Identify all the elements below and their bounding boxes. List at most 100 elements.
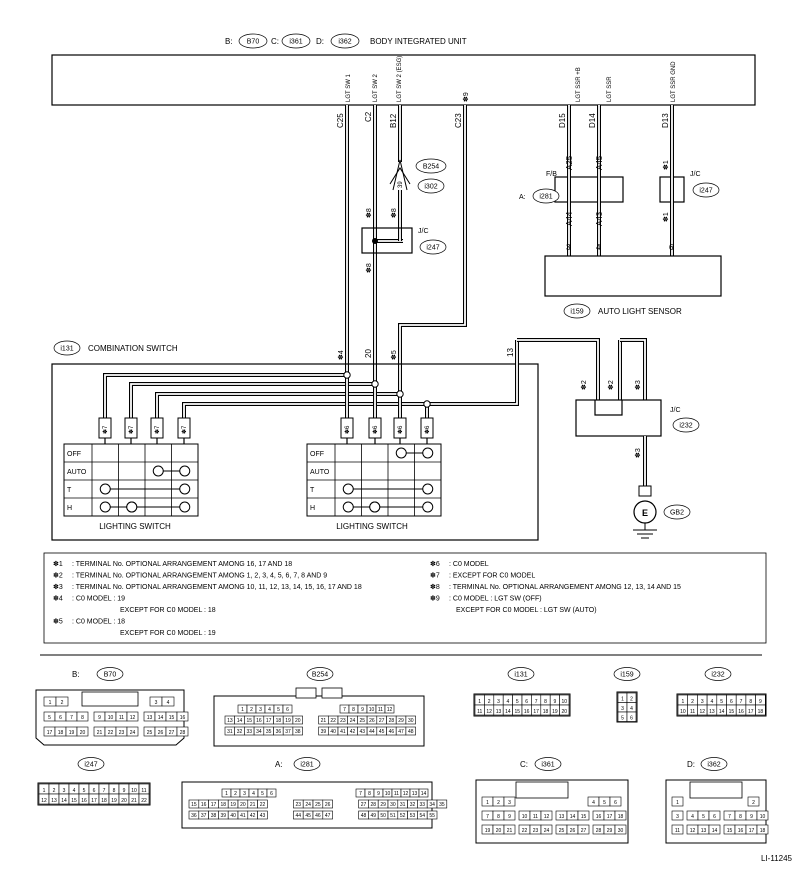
contact-node [342, 501, 354, 513]
cv-b254-pin-label: 39 [321, 729, 327, 735]
pin-d14: D14 [588, 113, 597, 128]
cv-i362-label: i362 [707, 762, 720, 769]
cv-i159-oval [613, 667, 641, 681]
cv-i247-pin-label: 8 [113, 788, 116, 794]
cv-i131-pin-label: 1 [478, 699, 481, 705]
note-text: EXCEPT FOR C0 MODEL : LGT SW (AUTO) [456, 607, 597, 614]
combination-switch-box [51, 363, 539, 541]
cv-b70-pin-label: 11 [119, 715, 124, 721]
cv-i361-pin [503, 796, 516, 807]
cv-b254-pin-label: 40 [330, 729, 336, 735]
cv-b254-pin-label: 35 [266, 729, 272, 735]
cv-i281-pin-label: 47 [325, 813, 331, 819]
cv-b254-pin-label: 2 [250, 707, 253, 713]
cv-i232-pin-label: 1 [681, 699, 684, 705]
cv-b254-oval [306, 667, 334, 681]
cv-b254-pin-label: 41 [340, 729, 346, 735]
pin-a43: A43 [595, 211, 604, 226]
oval-i247-a [419, 239, 447, 255]
cv-i247-pin-label: 17 [91, 798, 97, 804]
label-i281-a: i281 [539, 194, 552, 201]
cv-i131-pin [559, 704, 570, 716]
note-key: ✽9 [430, 595, 440, 603]
contact-node [395, 447, 407, 459]
cv-i361-pin-label: 8 [497, 814, 500, 820]
label-gb2: GB2 [670, 510, 684, 517]
oval-i159 [563, 303, 591, 319]
cv-b254-pin [292, 726, 303, 736]
pin-20: 20 [364, 349, 373, 358]
hdr-oval-c [281, 33, 311, 49]
cv-i131-pin-label: 12 [486, 709, 492, 715]
cv-i362-pin-label: 15 [727, 828, 733, 834]
cv-i281-pin-label: 32 [410, 802, 416, 808]
note-key: ✽8 [430, 583, 440, 591]
hdr-code-d: i362 [338, 39, 351, 46]
cv-i281-pin-label: 3 [243, 791, 246, 797]
cv-i159-pin-label: 1 [621, 697, 624, 703]
cv-i247-pin-label: 9 [123, 788, 126, 794]
pin-c25: C25 [336, 113, 345, 128]
cv-i361-pin-label: 17 [607, 814, 613, 820]
note-text: : TERMINAL No. OPTIONAL ARRANGEMENT AMON… [72, 584, 362, 591]
cv-i361-pin-label: 23 [533, 828, 539, 834]
jc-i247-box [361, 227, 413, 254]
hdr-oval-d [330, 33, 360, 49]
term-lgt-sw2-esg: LGT SW 2 (ESG) [397, 56, 403, 102]
contact-node [179, 483, 191, 495]
cv-b70-pin-label: 28 [180, 730, 186, 736]
cv-i281-pin [426, 810, 438, 820]
term-ssr-b: LGT SSR +B [576, 67, 582, 102]
pin-a25: A25 [565, 155, 574, 170]
cv-i362-pin [708, 810, 721, 821]
switch-position-left: T [67, 487, 72, 494]
cv-b70-pin-label: 2 [61, 700, 64, 706]
cv-i232-pin-label: 5 [720, 699, 723, 705]
cv-i362-pin-label: 5 [702, 814, 705, 820]
cv-i362-pin [756, 810, 769, 821]
cv-i362-prefix: D: [687, 760, 695, 769]
cv-b254-pin-label: 12 [387, 707, 393, 713]
cv-i281-pin-label: 37 [201, 813, 207, 819]
cv-i281-pin-label: 31 [400, 802, 406, 808]
cv-i131-label: i131 [514, 672, 527, 679]
pin-a45: A45 [595, 155, 604, 170]
star3-b: ✽3 [634, 448, 642, 458]
cv-i281-pin-label: 25 [315, 802, 321, 808]
cv-i131-pin-label: 15 [515, 709, 521, 715]
cv-b254-pin-label: 3 [259, 707, 262, 713]
switch-position-left: H [67, 505, 72, 512]
cv-b70-pin-label: 1 [49, 700, 52, 706]
cv-i362-pin [756, 824, 769, 835]
cv-i247-pin-label: 19 [111, 798, 117, 804]
cv-b254-pin-label: 24 [350, 718, 356, 724]
switch-position-right: H [310, 505, 315, 512]
star1-lower: ✽1 [662, 212, 670, 222]
cv-i281-pin-label: 44 [296, 813, 302, 819]
pin-3: 3 [566, 243, 571, 252]
cv-b254-pin-label: 30 [408, 718, 414, 724]
header-connectors: B: B70 C: i361 D: i362 BODY INTEGRATED U… [225, 33, 467, 49]
cv-i232-pin-label: 7 [740, 699, 743, 705]
cv-i131-pin-label: 19 [552, 709, 558, 715]
switch-position-right: T [310, 487, 315, 494]
cv-b254-pin-label: 43 [359, 729, 365, 735]
cv-i247-pin-label: 21 [131, 798, 137, 804]
cv-b254-pin-label: 36 [276, 729, 282, 735]
switch-position-left: AUTO [67, 469, 87, 476]
cv-b254-pin [282, 704, 293, 714]
cv-i247-pin-label: 3 [63, 788, 66, 794]
contact-node [369, 501, 381, 513]
cv-b254-pin-label: 33 [246, 729, 252, 735]
cv-i247-pin-label: 4 [73, 788, 76, 794]
contact-node [422, 447, 434, 459]
cv-b254-pin-label: 18 [276, 718, 282, 724]
cv-i281-oval [293, 757, 321, 771]
pin-c23: C23 [454, 113, 463, 128]
cv-i362-pin-label: 14 [712, 828, 718, 834]
cv-i281-pin [436, 799, 448, 809]
option-box-label: ✽7 [181, 425, 188, 434]
cv-i361-pin-label: 25 [559, 828, 565, 834]
option-box-label: ✽6 [372, 425, 379, 434]
